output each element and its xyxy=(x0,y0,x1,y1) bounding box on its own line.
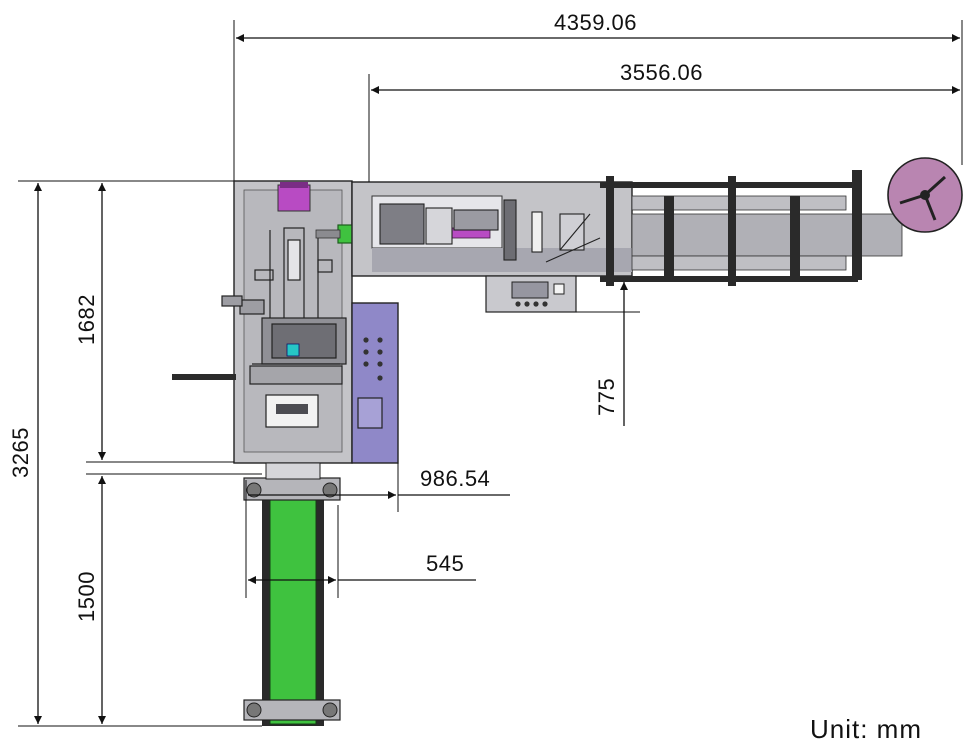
control-indicator xyxy=(553,283,565,295)
side-lever xyxy=(172,374,236,380)
dimension-lines xyxy=(18,20,963,727)
conveyor-gray-band xyxy=(372,248,632,272)
central-mechanism xyxy=(221,227,347,385)
teal-gear xyxy=(286,343,300,357)
magenta-module-top xyxy=(280,182,308,188)
label-upper-height: 1682 xyxy=(74,294,99,345)
electric-cabinet xyxy=(351,302,399,464)
magenta-module xyxy=(277,184,311,212)
label-overall-height: 3265 xyxy=(8,427,33,478)
belt-conveyor xyxy=(243,462,341,726)
cylinder-shaft xyxy=(315,229,341,239)
cabinet-buttons xyxy=(363,337,383,381)
label-belt-width: 545 xyxy=(426,551,464,576)
label-cabinet-depth: 986.54 xyxy=(420,466,490,491)
extension-posts xyxy=(606,170,862,286)
control-screen xyxy=(511,281,549,299)
unit-label: Unit: mm xyxy=(810,714,922,744)
dimension-labels: 4359.06 3556.06 3265 1682 1500 775 986.5… xyxy=(8,10,922,744)
label-overall-width: 4359.06 xyxy=(554,10,637,35)
machine-body xyxy=(172,157,963,726)
reel xyxy=(887,157,963,233)
conveyor-mechanism xyxy=(379,199,601,263)
white-module-inner xyxy=(276,404,308,414)
label-panel-offset: 775 xyxy=(594,378,619,416)
control-knobs xyxy=(515,301,548,307)
label-lower-height: 1500 xyxy=(74,571,99,622)
cabinet-door xyxy=(357,397,383,429)
label-conveyor-width: 3556.06 xyxy=(620,60,703,85)
